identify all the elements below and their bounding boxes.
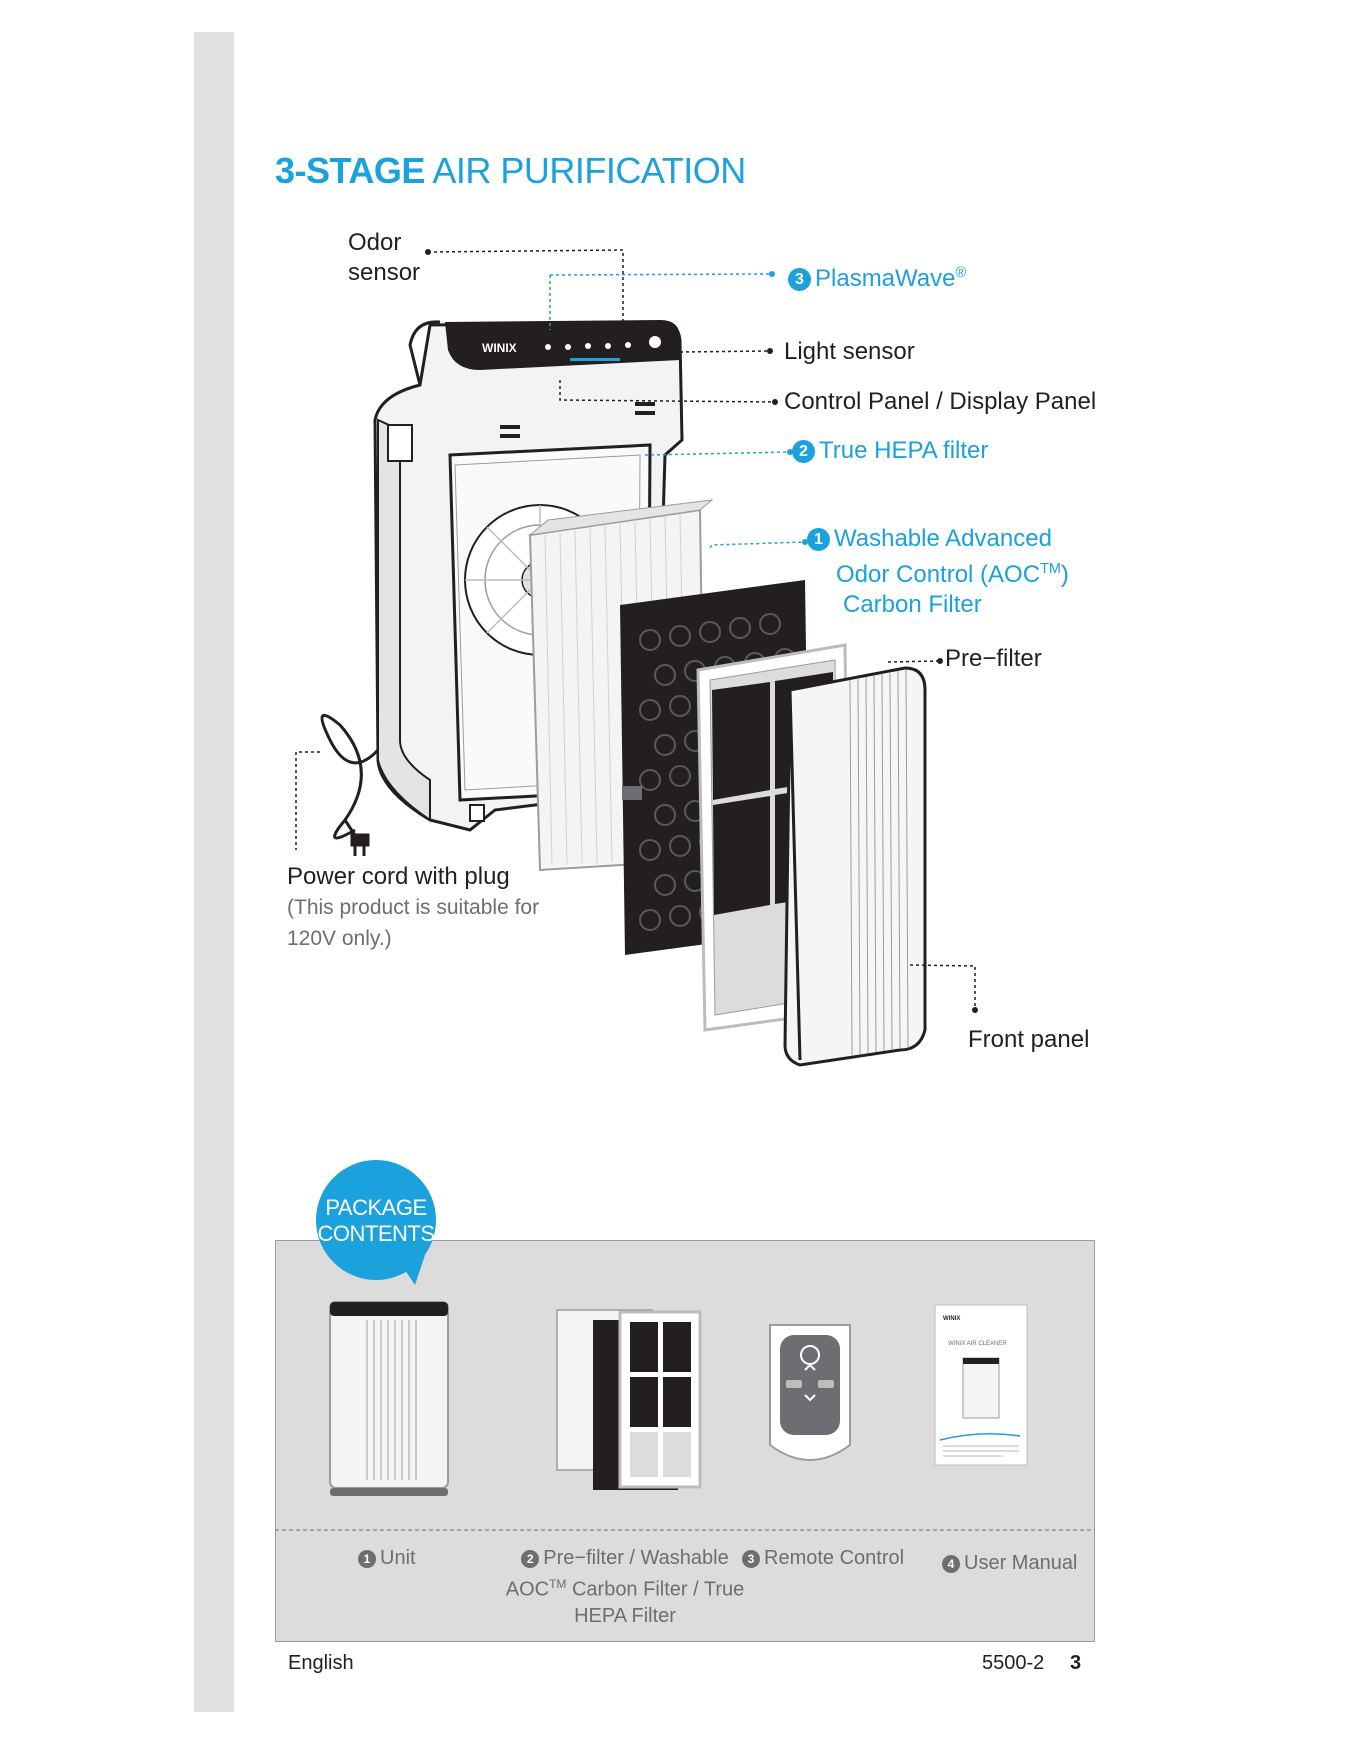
footer-page-number: 3 bbox=[1070, 1652, 1082, 1674]
svg-text:WINIX: WINIX bbox=[943, 1316, 960, 1322]
package-items-illustrations: WINIX WINIX AIR CLEANER bbox=[275, 1301, 1095, 1531]
package-contents-heading: PACKAGE CONTENTS bbox=[317, 1195, 436, 1246]
side-strip bbox=[194, 32, 234, 1712]
power-cord-label: Power cord with plug (This product is su… bbox=[287, 863, 540, 950]
footer-model: 5500-2 bbox=[982, 1652, 1045, 1674]
light-sensor-label: Light sensor bbox=[784, 338, 915, 365]
front-panel-illustration bbox=[783, 666, 927, 1067]
odor-sensor-label: Odor sensor bbox=[348, 229, 421, 286]
package-filters-image bbox=[556, 1309, 702, 1490]
front-panel-label: Front panel bbox=[968, 1026, 1090, 1053]
package-remote-image bbox=[769, 1324, 851, 1461]
bubble-tail bbox=[395, 1255, 425, 1285]
package-unit-image bbox=[329, 1301, 449, 1496]
page-title: 3-STAGE AIR PURIFICATION bbox=[275, 150, 746, 191]
svg-text:WINIX AIR CLEANER: WINIX AIR CLEANER bbox=[948, 1341, 1007, 1347]
power-cord-illustration bbox=[320, 713, 380, 856]
prefilter-label: Pre−filter bbox=[945, 645, 1042, 672]
footer-language: English bbox=[288, 1652, 354, 1674]
unit-logo: WINIX bbox=[482, 341, 517, 355]
package-manual-image: WINIX WINIX AIR CLEANER bbox=[934, 1304, 1028, 1466]
control-panel-label: Control Panel / Display Panel bbox=[784, 388, 1097, 415]
